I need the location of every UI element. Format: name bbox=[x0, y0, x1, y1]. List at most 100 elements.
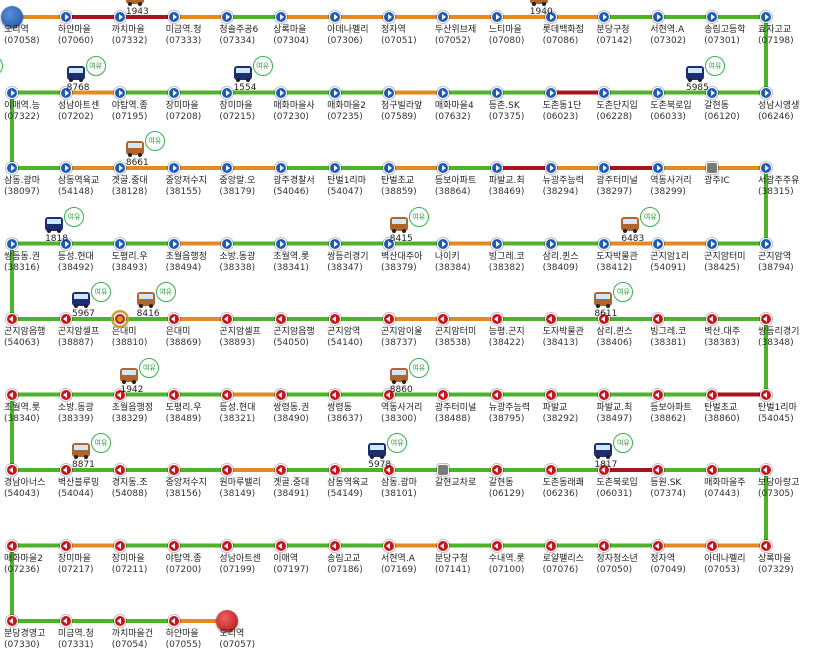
bus-icon[interactable] bbox=[45, 216, 65, 233]
stop-label[interactable]: 능평.곤지(38422) bbox=[489, 327, 525, 349]
stop-label[interactable]: 미금역.청(07333) bbox=[166, 25, 202, 47]
stop-label[interactable]: 도자박물관(38412) bbox=[596, 252, 637, 274]
stop-label[interactable]: 오리역(07058) bbox=[4, 25, 40, 47]
stop-marker-inbound[interactable] bbox=[275, 313, 288, 325]
stop-marker-inbound[interactable] bbox=[275, 539, 288, 552]
stop-label[interactable]: 하얀마을(07060) bbox=[58, 25, 94, 47]
stop-label[interactable]: 광주터미널(38297) bbox=[596, 176, 637, 198]
stop-marker-outbound[interactable] bbox=[221, 11, 234, 23]
stop-marker-outbound[interactable] bbox=[329, 237, 342, 250]
stop-label[interactable]: 서현역.A(07169) bbox=[381, 554, 417, 576]
stop-marker-inbound[interactable] bbox=[383, 464, 395, 476]
stop-label[interactable]: 쌍등리경기(38348) bbox=[758, 327, 799, 349]
stop-marker-outbound[interactable] bbox=[598, 237, 611, 250]
stop-marker-outbound[interactable] bbox=[113, 162, 126, 174]
stop-marker-inbound[interactable] bbox=[652, 539, 665, 552]
stop-label[interactable]: 중앙저수지(38155) bbox=[166, 176, 207, 198]
stop-marker-outbound[interactable] bbox=[652, 162, 665, 174]
stop-label[interactable]: 도촌단지입(06228) bbox=[596, 101, 637, 123]
stop-label[interactable]: 초월역.롯(38340) bbox=[4, 403, 40, 425]
stop-label[interactable]: 은대미(38869) bbox=[166, 327, 202, 349]
stop-label[interactable]: 쌍등동.권(38316) bbox=[4, 252, 40, 274]
stop-marker-outbound[interactable] bbox=[221, 86, 234, 99]
stop-label[interactable]: 장미마을(07208) bbox=[166, 101, 202, 123]
stop-marker-inbound[interactable] bbox=[113, 615, 126, 627]
stop-label[interactable]: 오리역(07057) bbox=[219, 629, 255, 651]
stop-label[interactable]: 등보아파트(38864) bbox=[435, 176, 476, 198]
stop-label[interactable]: 정자청소년(07050) bbox=[596, 554, 637, 576]
bus-icon[interactable] bbox=[72, 292, 92, 308]
stop-marker-outbound[interactable] bbox=[544, 162, 557, 174]
stop-label[interactable]: 뉴광주능력(38294) bbox=[543, 176, 584, 198]
interchange-icon[interactable] bbox=[706, 162, 719, 174]
stop-label[interactable]: 파발교.최(38497) bbox=[596, 403, 632, 425]
stop-marker-outbound[interactable] bbox=[6, 162, 18, 174]
stop-label[interactable]: 갈현동(06120) bbox=[704, 101, 740, 123]
stop-marker-inbound[interactable] bbox=[113, 388, 126, 401]
stop-label[interactable]: 곤지암이울(38737) bbox=[381, 327, 422, 349]
stop-marker-outbound[interactable] bbox=[275, 11, 288, 23]
stop-marker-outbound[interactable] bbox=[544, 11, 557, 23]
stop-label[interactable]: 송림고교(07186) bbox=[327, 554, 363, 576]
stop-label[interactable]: 정자역(07051) bbox=[381, 25, 417, 47]
stop-marker-inbound[interactable] bbox=[706, 313, 719, 325]
stop-marker-inbound[interactable] bbox=[383, 313, 395, 325]
stop-marker-inbound[interactable] bbox=[167, 539, 180, 552]
bus-icon[interactable] bbox=[120, 367, 140, 384]
stop-marker-inbound[interactable] bbox=[221, 313, 234, 325]
stop-marker-outbound[interactable] bbox=[652, 86, 665, 99]
stop-label[interactable]: 광주IC bbox=[704, 176, 730, 187]
stop-label[interactable]: 초월역.롯(38341) bbox=[273, 252, 309, 274]
stop-marker-outbound[interactable] bbox=[652, 11, 665, 23]
stop-label[interactable]: 느티마을(07080) bbox=[489, 25, 525, 47]
stop-label[interactable]: 매화마을2(07236) bbox=[4, 554, 43, 576]
stop-label[interactable]: 청구빌라앞(07589) bbox=[381, 101, 422, 123]
stop-label[interactable]: 야탑역.종(07195) bbox=[112, 101, 148, 123]
stop-label[interactable]: 벽산블루밍(54044) bbox=[58, 478, 99, 500]
stop-label[interactable]: 탄벌1리마(54045) bbox=[758, 403, 797, 425]
stop-label[interactable]: 장미마을(07217) bbox=[58, 554, 94, 576]
stop-label[interactable]: 탄벌초교(38859) bbox=[381, 176, 417, 198]
stop-label[interactable]: 청솔주공6(07334) bbox=[219, 25, 258, 47]
stop-label[interactable]: 곗골.중대(38491) bbox=[273, 478, 309, 500]
stop-label[interactable]: 탄벌초교(38860) bbox=[704, 403, 740, 425]
stop-label[interactable]: 벽산대주아(38379) bbox=[381, 252, 422, 274]
stop-marker-outbound[interactable] bbox=[329, 86, 342, 99]
stop-marker-inbound[interactable] bbox=[544, 388, 557, 401]
stop-label[interactable]: 송림고등학(07301) bbox=[704, 25, 745, 47]
stop-label[interactable]: 나이키(38384) bbox=[435, 252, 471, 274]
stop-marker-inbound[interactable] bbox=[383, 539, 395, 552]
stop-marker-inbound[interactable] bbox=[436, 388, 449, 401]
stop-label[interactable]: 경남아너스(54043) bbox=[4, 478, 45, 500]
stop-marker-inbound[interactable] bbox=[275, 388, 288, 401]
stop-label[interactable]: 까치마을건(07054) bbox=[112, 629, 153, 651]
stop-marker-inbound[interactable] bbox=[59, 388, 72, 401]
stop-marker-inbound[interactable] bbox=[167, 388, 180, 401]
stop-label[interactable]: 두산위브제(07052) bbox=[435, 25, 476, 47]
stop-label[interactable]: 소방.동광(38338) bbox=[219, 252, 255, 274]
stop-marker-inbound[interactable] bbox=[6, 464, 18, 476]
stop-marker-outbound[interactable] bbox=[436, 237, 449, 250]
bus-icon[interactable] bbox=[233, 65, 254, 82]
start-terminal-icon[interactable] bbox=[1, 6, 23, 28]
stop-label[interactable]: 곤지암읍행(54063) bbox=[4, 327, 45, 349]
stop-label[interactable]: 야탑역.종(07200) bbox=[166, 554, 202, 576]
stop-label[interactable]: 매화마을4(07632) bbox=[435, 101, 474, 123]
stop-label[interactable]: 중앙말.오(38179) bbox=[219, 176, 255, 198]
stop-label[interactable]: 성남시영생(06246) bbox=[758, 101, 799, 123]
stop-marker-outbound[interactable] bbox=[760, 237, 772, 250]
stop-marker-inbound[interactable] bbox=[490, 464, 503, 476]
stop-label[interactable]: 매화마을사(07230) bbox=[273, 101, 314, 123]
stop-marker-inbound[interactable] bbox=[6, 388, 18, 401]
stop-marker-inbound[interactable] bbox=[167, 615, 180, 627]
stop-marker-outbound[interactable] bbox=[59, 162, 72, 174]
stop-label[interactable]: 소방.동광(38339) bbox=[58, 403, 94, 425]
stop-label[interactable]: 매화마을주(07443) bbox=[704, 478, 745, 500]
stop-label[interactable]: 쌍등리경기(38347) bbox=[327, 252, 368, 274]
stop-marker-outbound[interactable] bbox=[167, 11, 180, 23]
bus-icon[interactable] bbox=[125, 141, 146, 157]
stop-label[interactable]: 성남아트센(07202) bbox=[58, 101, 99, 123]
stop-label[interactable]: 빙그레.코(38381) bbox=[650, 327, 686, 349]
stop-marker-outbound[interactable] bbox=[383, 11, 395, 23]
stop-marker-inbound[interactable] bbox=[706, 539, 719, 552]
